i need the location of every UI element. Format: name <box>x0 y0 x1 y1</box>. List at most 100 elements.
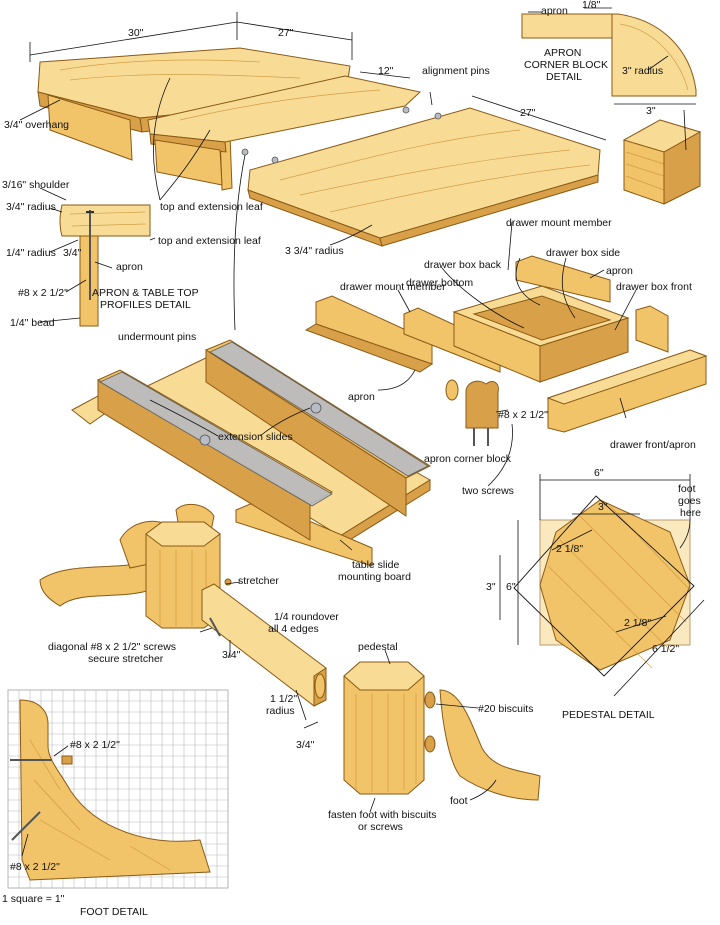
foot-profile <box>19 699 211 881</box>
apron-strip <box>521 13 615 39</box>
foot-goes-label-1: foot <box>678 483 696 495</box>
undermount-pins-label: undermount pins <box>118 331 196 343</box>
apron-corner-block-detail <box>521 7 702 205</box>
stretcher <box>201 583 327 707</box>
dim-27-top-label: 27" <box>278 27 294 39</box>
dim-1-8-label: 1/8" <box>582 0 601 11</box>
undermount-pin <box>241 148 249 156</box>
foot-screw-label-1: #8 x 2 1/2" <box>70 739 120 751</box>
ped-dim-2-1-8-label-a: 2 1/8" <box>556 543 583 555</box>
drawer-mount-member-label-1: drawer mount member <box>506 217 612 229</box>
dim-3-corner-label: 3" <box>646 105 656 117</box>
alignment-pin <box>402 106 410 114</box>
left-apron <box>47 94 133 161</box>
alignment-pin <box>434 112 442 120</box>
biscuits-label: #20 biscuits <box>478 703 533 715</box>
ped-dim-6-top-label: 6" <box>594 467 604 479</box>
radius-1-1-2-label-b: radius <box>266 705 295 717</box>
screw-profile-label: #8 x 2 1/2" <box>18 287 68 299</box>
corner-detail-title-1: APRON <box>544 47 581 59</box>
drawer-box-back-label: drawer box back <box>424 259 502 271</box>
apron-corner-label: apron <box>541 5 568 17</box>
radius-1-1-2-label-a: 1 1/2" <box>270 693 297 705</box>
pedestal-assembly-lower <box>343 649 541 813</box>
pedestal-detail-title: PEDESTAL DETAIL <box>562 709 655 721</box>
pedestal-label: pedestal <box>358 641 398 653</box>
top-profile <box>59 204 151 237</box>
ped-dim-6-1-2-label: 6 1/2" <box>652 643 679 655</box>
roundover-label-2: all 4 edges <box>268 623 319 635</box>
ped-dim-3-left-label: 3" <box>486 581 496 593</box>
table-top-assembly <box>19 12 607 331</box>
drawer-front-apron-label: drawer front/apron <box>610 439 696 451</box>
diag-screws-label-2: secure stretcher <box>88 653 164 665</box>
foot-label: foot <box>450 795 468 807</box>
drawer-bottom-label: drawer bottom <box>406 277 473 289</box>
alignment-pins-label: alignment pins <box>422 65 490 77</box>
dim-3-4-profile-label: 3/4" <box>63 247 82 259</box>
diag-screws-label-1: diagonal #8 x 2 1/2" screws <box>48 641 176 653</box>
fasten-label-2: or screws <box>358 821 403 833</box>
dim-3-4-end-label: 3/4" <box>296 739 315 751</box>
radius-1-4-label: 1/4" radius <box>6 247 56 259</box>
dim-27-leaf-label: 27" <box>520 107 536 119</box>
ped-dim-6-left-label: 6" <box>506 581 516 593</box>
pedestal-detail <box>499 474 705 697</box>
foot-screw-bottom <box>11 811 41 841</box>
radius-3-label: 3" radius <box>622 65 663 77</box>
drawer-box-front <box>539 317 629 383</box>
table-slide-label-1: table slide <box>352 559 399 571</box>
bead-label: 1/4" bead <box>10 317 55 329</box>
dim-30-label: 30" <box>128 27 144 39</box>
corner-detail-title-2: CORNER BLOCK <box>524 59 608 71</box>
overhang-label: 3/4" overhang <box>4 119 69 131</box>
drawer-bottom <box>472 295 612 341</box>
apron-corner-block <box>465 380 499 429</box>
fasten-label-1: fasten foot with biscuits <box>328 809 437 821</box>
drawer-mount-member-label-2: drawer mount member <box>340 281 446 293</box>
foot-right <box>439 689 541 801</box>
radius-3-3-4-label: 3 3/4" radius <box>285 245 344 257</box>
dim-3-4-stretcher-label: 3/4" <box>222 649 241 661</box>
dim-12-label: 12" <box>378 65 394 77</box>
foot-detail <box>7 689 229 889</box>
drawer-box-front-label: drawer box front <box>616 281 692 293</box>
drawer-box-side-label: drawer box side <box>546 247 620 259</box>
drawer-mount-member-right <box>635 305 669 353</box>
radius-3-4-label: 3/4" radius <box>6 201 56 213</box>
profiles-detail <box>39 187 156 327</box>
profiles-detail-title-1: APRON & TABLE TOP <box>92 287 199 299</box>
drawer-mount-member-left <box>315 295 433 365</box>
screw-block-label: #8 x 2 1/2" <box>498 409 548 421</box>
apron-corner-block-label: apron corner block <box>424 453 512 465</box>
apron-drawer-left-label: apron <box>348 391 375 403</box>
pedestal-assembly-upper <box>39 503 327 729</box>
drawer-assembly <box>304 221 708 433</box>
ped-dim-3-top-label: 3" <box>598 501 608 513</box>
undermount-pin <box>271 156 279 164</box>
stretcher-label: stretcher <box>238 575 279 587</box>
extension-slides-label: extension slides <box>218 431 293 443</box>
corner-detail-title-3: DETAIL <box>546 71 582 83</box>
foot-goes-label-3: here <box>680 507 701 519</box>
apron-profile-label: apron <box>116 261 143 273</box>
shoulder-label: 3/16" shoulder <box>2 179 70 191</box>
corner-block-assembly <box>445 379 513 487</box>
grid-scale-label: 1 square = 1" <box>2 893 65 905</box>
foot-square <box>513 495 695 677</box>
two-screws-label: two screws <box>462 485 514 497</box>
top-and-extension-leaf-profile-label: top and extension leaf <box>158 235 261 247</box>
foot-left <box>39 559 151 607</box>
ped-dim-2-1-8-label-b: 2 1/8" <box>624 617 651 629</box>
foot-goes-label-2: goes <box>678 495 701 507</box>
foot-screw-label-2: #8 x 2 1/2" <box>10 861 60 873</box>
profiles-detail-title-2: PROFILES DETAIL <box>100 299 191 311</box>
apron-drawer-right-label: apron <box>606 265 633 277</box>
extension-slides-assembly <box>71 339 432 567</box>
corner-block-plan <box>611 13 697 97</box>
table-slide-label-2: mounting board <box>338 571 411 583</box>
foot-detail-title: FOOT DETAIL <box>80 906 148 918</box>
roundover-label-1: 1/4 roundover <box>274 611 339 623</box>
